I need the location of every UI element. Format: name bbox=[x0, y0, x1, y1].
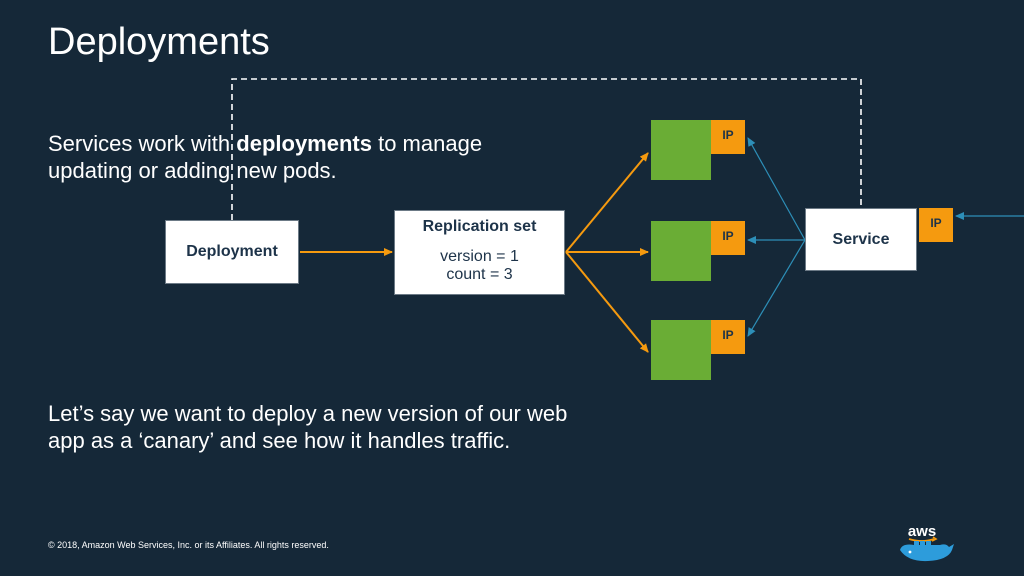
dashed-connector bbox=[231, 78, 862, 220]
arrow-replication-to-pod-1 bbox=[565, 152, 649, 253]
slide-title: Deployments bbox=[48, 21, 270, 63]
service-ip-badge: IP bbox=[919, 208, 953, 242]
copyright-notice: © 2018, Amazon Web Services, Inc. or its… bbox=[48, 540, 329, 550]
service-label: Service bbox=[832, 230, 890, 248]
deployment-box: Deployment bbox=[165, 220, 299, 284]
replication-set-version: version = 1 bbox=[440, 248, 519, 265]
pod-1-ip-badge: IP bbox=[711, 120, 745, 154]
pod-2-ip-badge: IP bbox=[711, 221, 745, 255]
aws-container-whale-icon: aws bbox=[900, 523, 954, 562]
intro-text-bold: deployments bbox=[236, 131, 372, 156]
intro-text-before: Services work with bbox=[48, 131, 237, 156]
intro-text: Services work with deployments to manage… bbox=[48, 130, 518, 184]
canary-text: Let’s say we want to deploy a new versio… bbox=[48, 401, 568, 453]
pod-3-ip-badge: IP bbox=[711, 320, 745, 354]
pod-2 bbox=[651, 221, 711, 281]
replication-set-box: Replication set version = 1 count = 3 bbox=[394, 210, 565, 295]
replication-set-count: count = 3 bbox=[446, 266, 513, 283]
pod-3 bbox=[651, 320, 711, 380]
deployment-label: Deployment bbox=[186, 243, 278, 260]
service-box: Service bbox=[805, 208, 917, 271]
arrow-service-to-ip-1 bbox=[747, 137, 806, 241]
arrow-service-to-ip-3 bbox=[747, 239, 806, 337]
arrow-replication-to-pod-3 bbox=[565, 251, 649, 353]
aws-logo-text: aws bbox=[908, 523, 936, 540]
pod-1 bbox=[651, 120, 711, 180]
replication-set-title: Replication set bbox=[422, 218, 537, 235]
intro-text-after: to manage updating or adding new pods. bbox=[48, 131, 483, 183]
